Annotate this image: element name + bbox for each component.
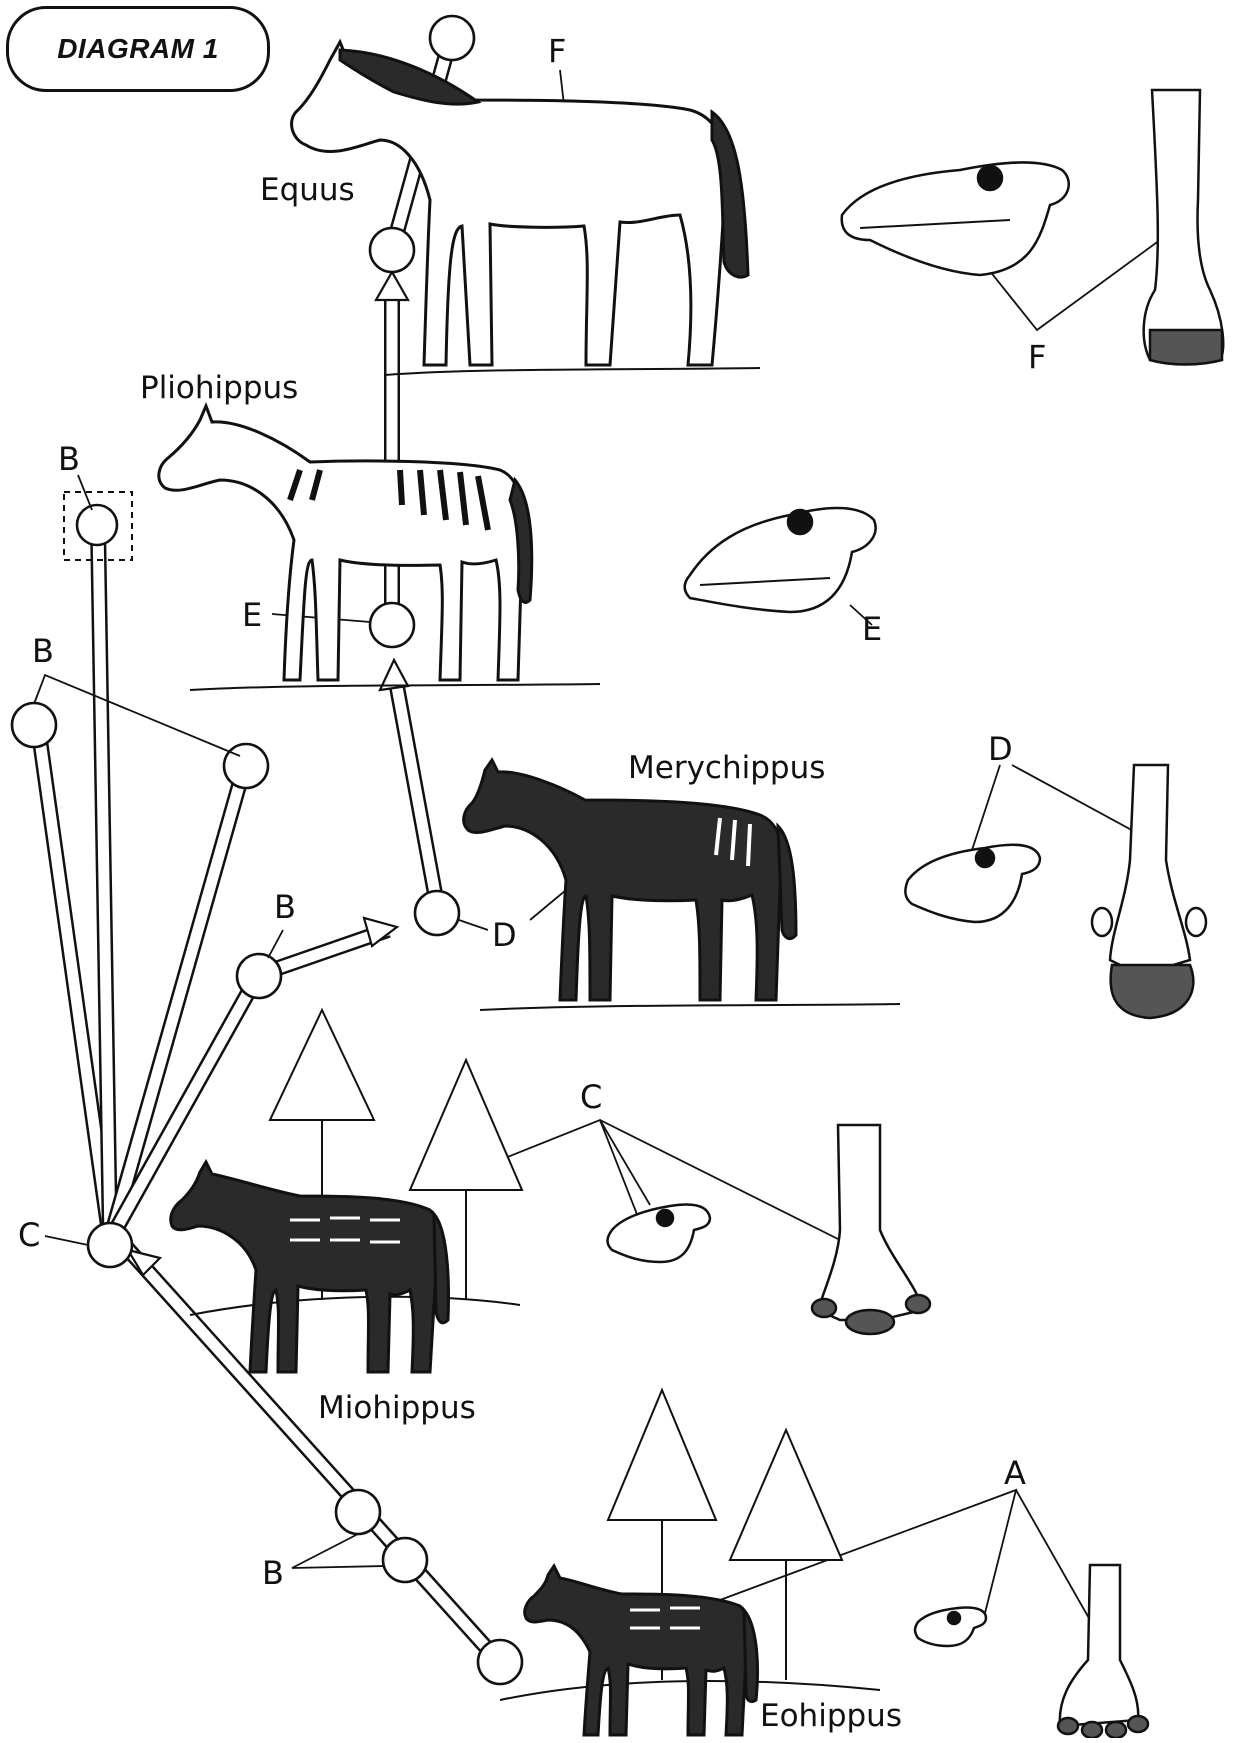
node-equus-top bbox=[430, 16, 474, 60]
arrowhead-to-equus bbox=[376, 272, 408, 300]
skull-eohippus bbox=[915, 1607, 986, 1646]
merychippus-illustration bbox=[464, 760, 796, 1000]
foot-eohippus bbox=[1058, 1565, 1148, 1738]
label-f-top: F bbox=[548, 32, 566, 70]
label-b-boxed: B bbox=[58, 440, 80, 478]
eohippus-tail bbox=[744, 1610, 758, 1702]
label-equus: Equus bbox=[260, 172, 355, 208]
diagram-title-badge: DIAGRAM 1 bbox=[6, 6, 270, 92]
foot-miohippus bbox=[812, 1125, 930, 1334]
node-f-equus-base bbox=[370, 228, 414, 272]
node-a-eohippus bbox=[478, 1640, 522, 1684]
skull-miohippus bbox=[608, 1205, 711, 1263]
label-b-mid: B bbox=[274, 888, 296, 926]
branch-c-to-b-right bbox=[110, 768, 244, 1240]
merychippus-tail bbox=[778, 826, 796, 939]
skull-pliohippus bbox=[685, 508, 876, 612]
eohippus-illustration bbox=[525, 1566, 758, 1735]
label-a: A bbox=[1004, 1454, 1026, 1492]
node-b-mid bbox=[237, 954, 281, 998]
label-b-fan: B bbox=[32, 632, 54, 670]
node-b-lower-1 bbox=[336, 1490, 380, 1534]
node-d-merychippus bbox=[415, 891, 459, 935]
branch-merychippus-to-pliohippus bbox=[395, 676, 438, 910]
node-e-pliohippus bbox=[370, 603, 414, 647]
node-c-miohippus bbox=[88, 1223, 132, 1267]
equus-horse-illustration bbox=[292, 42, 748, 365]
node-b-right bbox=[224, 744, 268, 788]
skull-equus bbox=[842, 162, 1069, 275]
label-miohippus: Miohippus bbox=[318, 1390, 476, 1426]
pliohippus-illustration bbox=[159, 406, 532, 680]
label-e-left: E bbox=[242, 596, 262, 634]
node-b-left bbox=[12, 703, 56, 747]
label-eohippus: Eohippus bbox=[760, 1698, 902, 1734]
merychippus-ground bbox=[480, 1004, 900, 1010]
label-e-right: E bbox=[862, 610, 882, 648]
miohippus-tail bbox=[434, 1214, 448, 1323]
miohippus-ground bbox=[190, 1297, 520, 1315]
foot-equus bbox=[1144, 90, 1224, 365]
diagram-title: DIAGRAM 1 bbox=[57, 33, 219, 65]
foot-merychippus bbox=[1092, 765, 1206, 1018]
label-f-bottom: F bbox=[1028, 338, 1046, 376]
node-b-lower-2 bbox=[383, 1538, 427, 1582]
label-pliohippus: Pliohippus bbox=[140, 370, 298, 406]
skull-merychippus bbox=[905, 845, 1040, 922]
label-d-top: D bbox=[988, 730, 1013, 768]
label-b-lower: B bbox=[262, 1554, 284, 1592]
node-b-boxed bbox=[77, 505, 117, 545]
label-d-node: D bbox=[492, 916, 517, 954]
equus-ground bbox=[385, 368, 760, 375]
label-c-node: C bbox=[18, 1216, 40, 1254]
label-c-right: C bbox=[580, 1078, 602, 1116]
label-merychippus: Merychippus bbox=[628, 750, 825, 786]
